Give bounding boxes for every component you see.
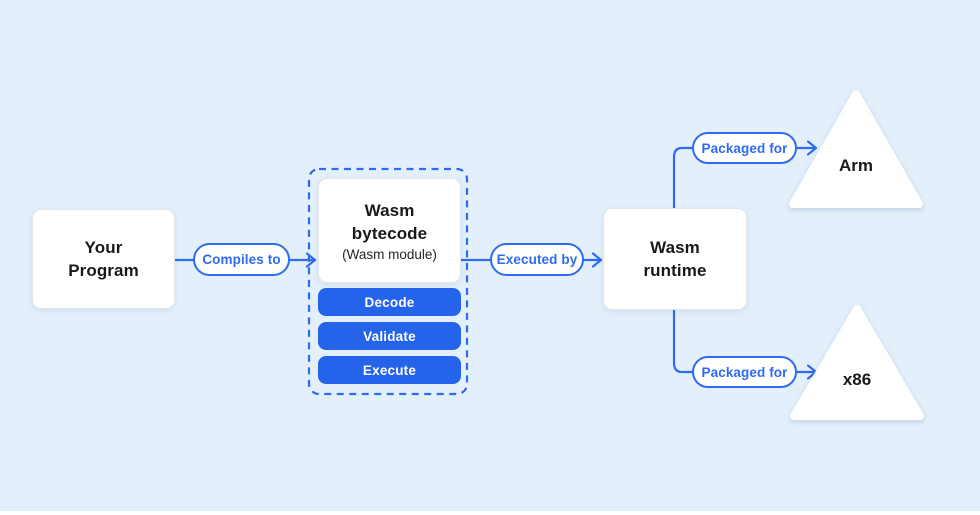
wasm-bytecode-title: Wasm bytecode xyxy=(351,200,428,243)
executed-by-label: Executed by xyxy=(496,252,578,267)
bottom-white-strip xyxy=(0,511,980,515)
executed-by-arrowhead xyxy=(591,252,603,268)
executed-by-pill: Executed by xyxy=(490,243,584,276)
x86-triangle xyxy=(790,305,924,420)
branch-arm-line xyxy=(672,146,694,210)
packaged-for-arm-arrowhead xyxy=(806,140,818,156)
execute-step-button: Execute xyxy=(318,356,461,384)
validate-step-button: Validate xyxy=(318,322,461,350)
arm-triangle xyxy=(789,90,923,208)
wasm-bytecode-node: Wasm bytecode (Wasm module) xyxy=(318,178,461,283)
packaged-for-x86-pill: Packaged for xyxy=(692,356,797,388)
compiles-to-pill: Compiles to xyxy=(193,243,290,276)
packaged-for-arm-label: Packaged for xyxy=(701,140,788,156)
compiles-to-label: Compiles to xyxy=(202,252,281,267)
packaged-for-x86-label: Packaged for xyxy=(701,364,788,380)
wasm-runtime-label: Wasm runtime xyxy=(643,237,707,280)
x86-target-label: x86 xyxy=(842,370,872,389)
your-program-label: Your Program xyxy=(68,237,139,280)
your-program-node: Your Program xyxy=(32,209,175,309)
wasm-bytecode-subtitle: (Wasm module) xyxy=(342,247,437,263)
compiles-to-arrowhead xyxy=(305,252,317,268)
wasm-module-dashed-boundary xyxy=(307,167,469,396)
branch-x86-line xyxy=(672,308,694,374)
packaged-for-arm-pill: Packaged for xyxy=(692,132,797,164)
wasm-runtime-node: Wasm runtime xyxy=(603,208,747,310)
decode-step-button: Decode xyxy=(318,288,461,316)
arm-target-label: Arm xyxy=(838,156,873,175)
